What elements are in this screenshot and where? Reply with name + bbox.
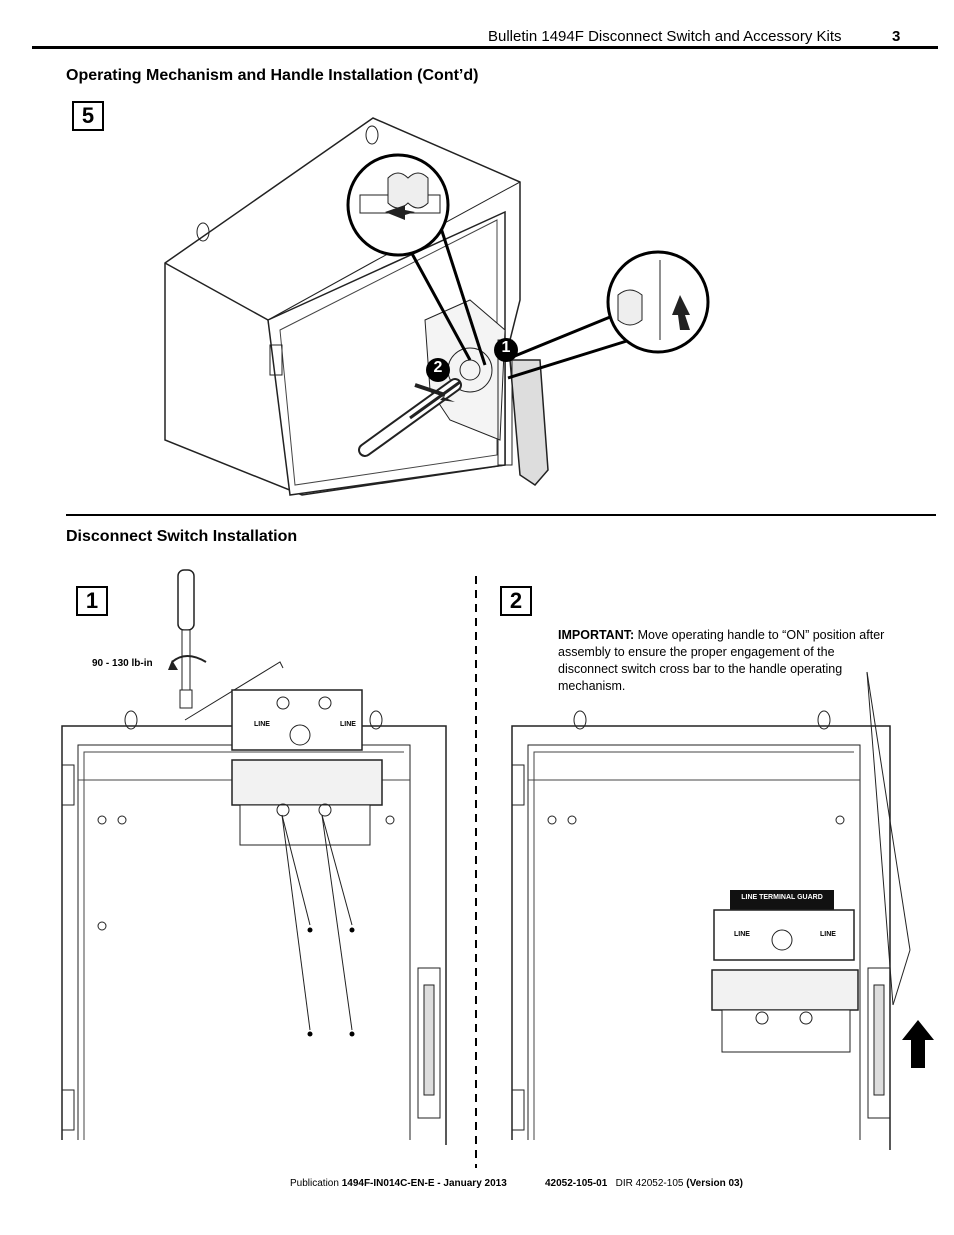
section-divider bbox=[66, 514, 936, 516]
operating-mechanism-illustration bbox=[164, 117, 710, 496]
header-title: Bulletin 1494F Disconnect Switch and Acc… bbox=[488, 28, 842, 45]
important-label: IMPORTANT: bbox=[558, 628, 635, 642]
torque-spec: 90 - 130 lb-in bbox=[92, 658, 153, 669]
section-title-disconnect-switch: Disconnect Switch Installation bbox=[66, 528, 298, 545]
step-number-5: 5 bbox=[72, 101, 104, 131]
line-terminal-guard-label: LINE TERMINAL GUARD bbox=[741, 894, 823, 901]
step-number-2: 2 bbox=[500, 586, 532, 616]
section-title-operating-mechanism: Operating Mechanism and Handle Installat… bbox=[66, 67, 479, 84]
important-text: Move operating handle to “ON” position a… bbox=[558, 628, 885, 693]
callout-2: 2 bbox=[433, 359, 443, 376]
line-label-right-2: LINE bbox=[820, 931, 836, 938]
footer-pub-id: 1494F-IN014C-EN-E - January 2013 bbox=[341, 1178, 507, 1189]
footer-pub-prefix: Publication bbox=[290, 1178, 339, 1189]
header-rule bbox=[32, 46, 938, 49]
footer-version: (Version 03) bbox=[686, 1178, 743, 1189]
footer-publication: Publication 1494F-IN014C-EN-E - January … bbox=[290, 1178, 507, 1189]
callout-1: 1 bbox=[501, 339, 511, 356]
line-label-right-1: LINE bbox=[734, 931, 750, 938]
footer-doc-number: 42052-105-01 DIR 42052-105 (Version 03) bbox=[545, 1178, 743, 1189]
step-number-1: 1 bbox=[76, 586, 108, 616]
line-label-left-1: LINE bbox=[254, 721, 270, 728]
line-label-left-2: LINE bbox=[340, 721, 356, 728]
footer-doc-id: 42052-105-01 bbox=[545, 1178, 608, 1189]
important-note: IMPORTANT: Move operating handle to “ON”… bbox=[558, 627, 894, 695]
footer-dir: DIR 42052-105 bbox=[615, 1178, 684, 1189]
page-number: 3 bbox=[892, 28, 901, 45]
